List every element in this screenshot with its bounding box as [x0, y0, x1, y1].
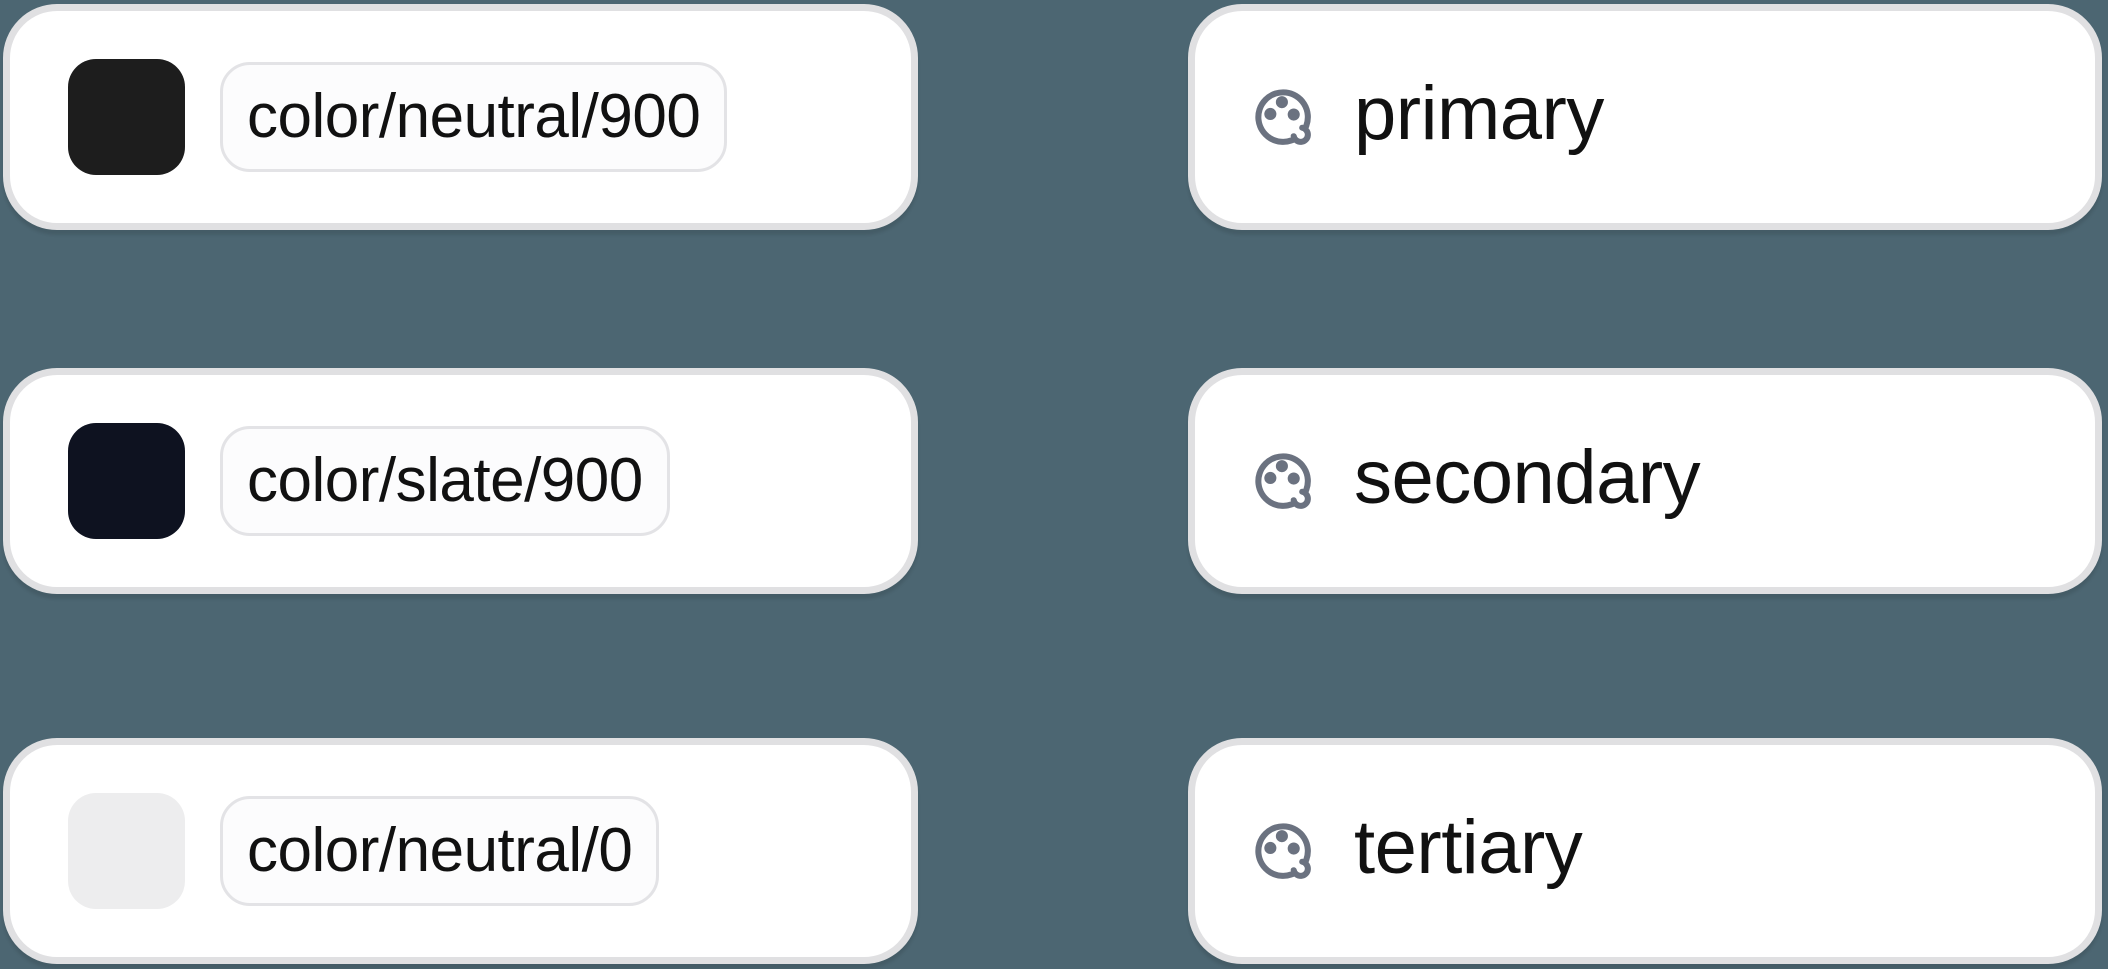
color-swatch	[68, 793, 185, 909]
token-name-pill: color/slate/900	[220, 426, 670, 536]
alias-label: tertiary	[1354, 805, 1583, 890]
token-name-pill: color/neutral/0	[220, 796, 660, 906]
alias-card-tertiary[interactable]: tertiary	[1188, 738, 2102, 964]
token-name-pill: color/neutral/900	[220, 62, 728, 172]
alias-label: primary	[1354, 71, 1604, 156]
alias-card-secondary[interactable]: secondary	[1188, 368, 2102, 594]
palette-icon	[1255, 453, 1311, 509]
color-swatch	[68, 59, 185, 175]
token-card-neutral-900[interactable]: color/neutral/900	[3, 4, 918, 230]
token-card-neutral-0[interactable]: color/neutral/0	[3, 738, 918, 964]
token-card-slate-900[interactable]: color/slate/900	[3, 368, 918, 594]
palette-icon	[1255, 823, 1311, 879]
alias-label: secondary	[1354, 435, 1701, 520]
color-swatch	[68, 423, 185, 539]
alias-card-primary[interactable]: primary	[1188, 4, 2102, 230]
palette-icon	[1255, 89, 1311, 145]
